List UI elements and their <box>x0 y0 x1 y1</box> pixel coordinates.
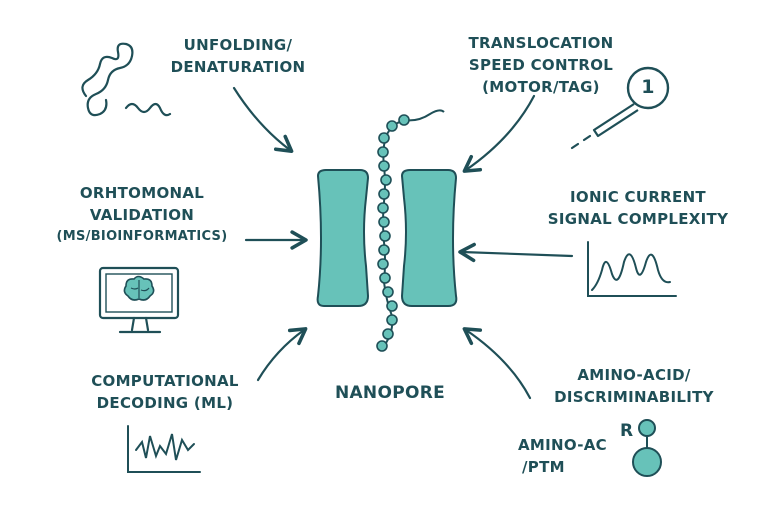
monitor-brain-icon <box>98 266 180 334</box>
translocation-line3: (MOTOR/TAG) <box>482 78 600 96</box>
amino-label: AMINO-ACID/ DISCRIMINABILITY <box>534 364 734 408</box>
ptm-label: AMINO-AC /PTM <box>518 434 618 478</box>
ptm-line2: /PTM <box>522 458 565 476</box>
residue-ball-icon <box>632 419 662 477</box>
unfolding-line1: UNFOLDING/ <box>183 36 293 54</box>
pore-left-half <box>316 169 370 307</box>
ionic-line1: IONIC CURRENT <box>570 188 706 206</box>
translocation-label: TRANSLOCATION SPEED CONTROL (MOTOR/TAG) <box>446 32 636 98</box>
translocation-line2: SPEED CONTROL <box>468 56 614 74</box>
amino-line1: AMINO-ACID/ <box>577 366 691 384</box>
arrow-unfolding <box>232 86 294 153</box>
arrow-amino <box>462 327 532 400</box>
unfolding-label: UNFOLDING/ DENATURATION <box>148 34 328 78</box>
motor-tag-icon <box>570 66 670 150</box>
motor-badge-number: 1 <box>641 76 655 98</box>
arrow-computational <box>256 327 308 382</box>
peptide-chain-icon <box>376 109 445 352</box>
pore-right-half <box>400 169 458 307</box>
computational-label: COMPUTATIONAL DECODING (ML) <box>70 370 260 414</box>
orthogonal-label: ORHTOMONAL VALIDATION (MS/BIOINFORMATICS… <box>42 182 242 248</box>
computational-line1: COMPUTATIONAL <box>91 372 239 390</box>
orthogonal-line1: ORHTOMONAL <box>79 184 205 202</box>
unfolding-line2: DENATURATION <box>170 58 306 76</box>
signal-trace-icon <box>127 425 201 473</box>
computational-line2: DECODING (ML) <box>96 394 234 412</box>
nanopore-icon <box>316 169 458 307</box>
residue-r-label: R <box>620 421 634 441</box>
translocation-line1: TRANSLOCATION <box>468 34 614 52</box>
ionic-label: IONIC CURRENT SIGNAL COMPLEXITY <box>528 186 748 230</box>
center-title: NANOPORE <box>334 383 446 403</box>
squiggle-protein-icon <box>81 42 172 117</box>
ionic-line2: SIGNAL COMPLEXITY <box>547 210 729 228</box>
ptm-line1: AMINO-AC <box>518 436 607 454</box>
orthogonal-line3: (MS/BIOINFORMATICS) <box>56 229 228 244</box>
orthogonal-line2: VALIDATION <box>89 206 195 224</box>
arrow-translocation <box>462 94 536 173</box>
amino-line2: DISCRIMINABILITY <box>554 388 714 406</box>
signal-plot-icon <box>587 241 677 297</box>
arrow-ionic <box>458 242 574 263</box>
